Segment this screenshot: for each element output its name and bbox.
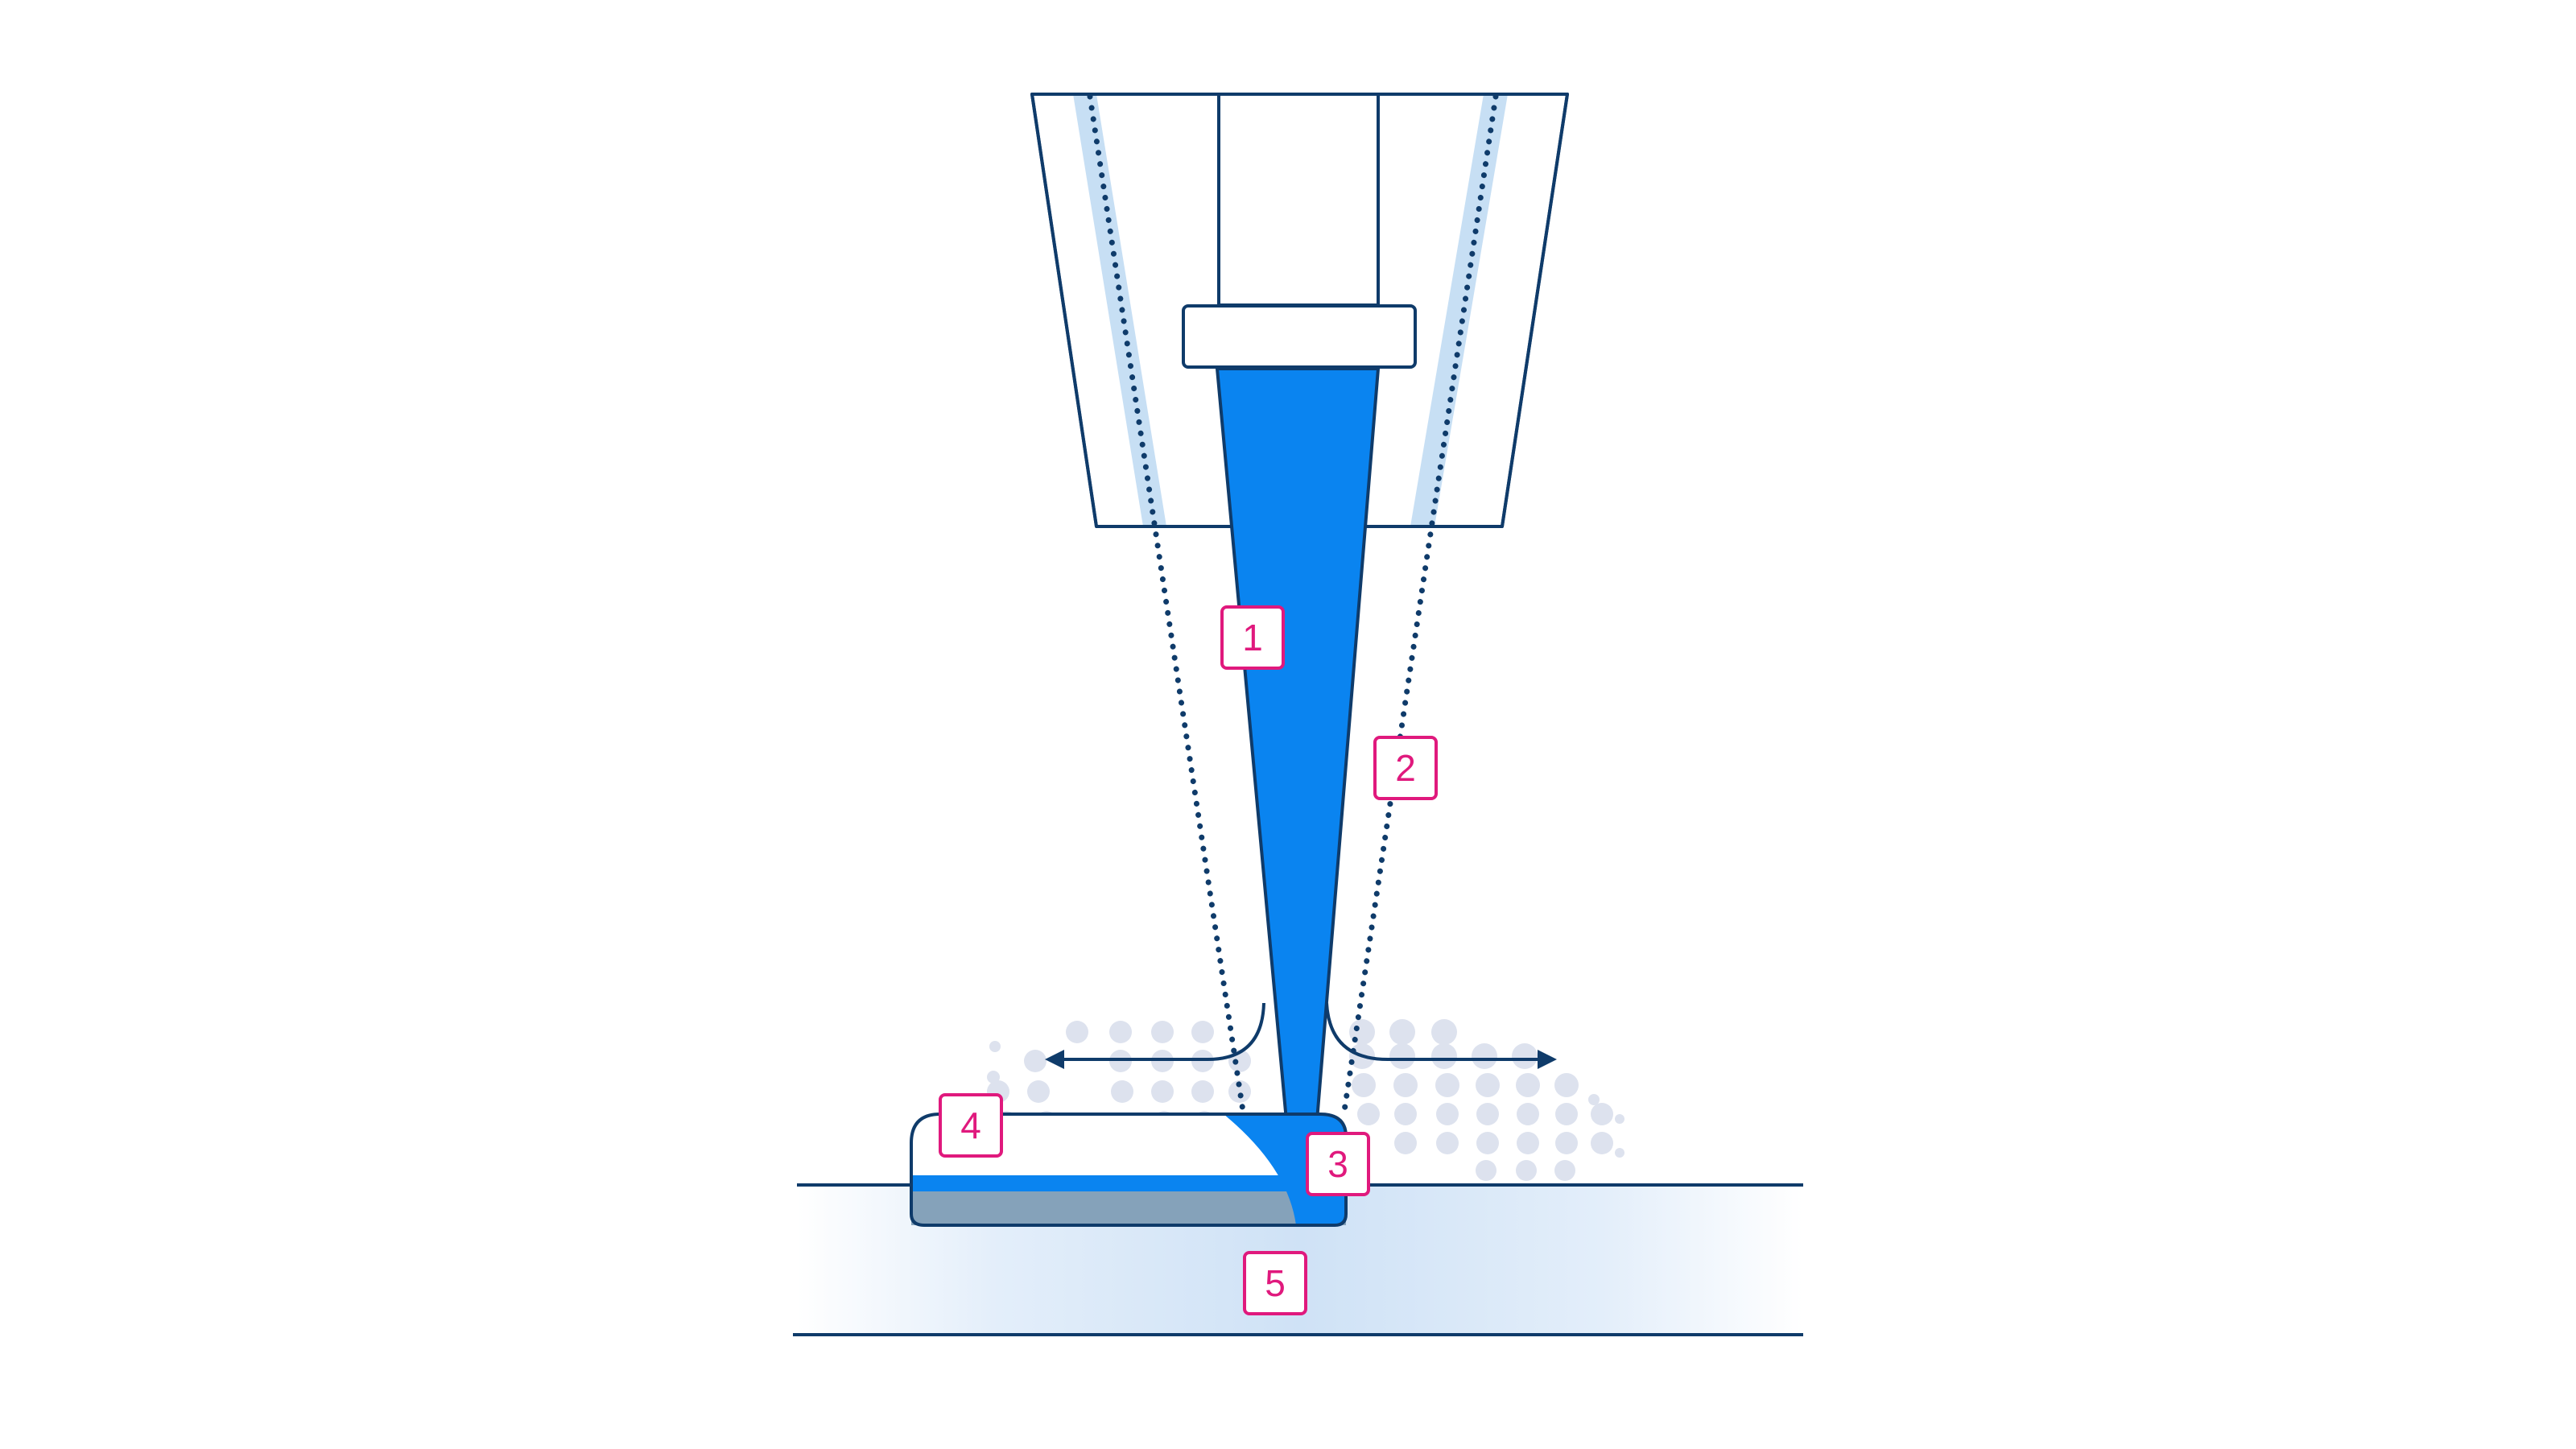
powder-particle bbox=[1024, 1050, 1046, 1072]
powder-particle bbox=[1191, 1021, 1214, 1043]
powder-particle bbox=[1109, 1021, 1132, 1043]
flare-right bbox=[1325, 1002, 1549, 1061]
powder-particle bbox=[1516, 1160, 1537, 1181]
nozzle-outline bbox=[1030, 93, 1569, 528]
callout-marker-4: 4 bbox=[939, 1093, 1003, 1158]
callout-marker-5: 5 bbox=[1243, 1251, 1307, 1315]
powder-particle bbox=[1352, 1073, 1376, 1097]
powder-particle bbox=[1516, 1073, 1540, 1097]
deposit-blue-layer bbox=[911, 1175, 1346, 1191]
powder-particle bbox=[1394, 1103, 1417, 1125]
callout-label: 3 bbox=[1327, 1143, 1348, 1185]
powder-particle bbox=[1151, 1021, 1174, 1043]
powder-particle bbox=[1588, 1094, 1600, 1105]
powder-particle bbox=[1228, 1080, 1251, 1103]
laser-beam-cone bbox=[1216, 367, 1380, 1122]
powder-particle bbox=[987, 1071, 1000, 1084]
powder-particle bbox=[1554, 1160, 1575, 1181]
powder-particle bbox=[1431, 1043, 1457, 1069]
arrow-head-left bbox=[1045, 1050, 1064, 1069]
callout-marker-1: 1 bbox=[1220, 605, 1285, 670]
powder-particle bbox=[1389, 1043, 1415, 1069]
powder-particle bbox=[1591, 1103, 1613, 1125]
deposit-track bbox=[910, 1113, 1348, 1227]
powder-particle bbox=[1151, 1080, 1174, 1103]
callout-box bbox=[939, 1093, 1003, 1158]
powder-particle bbox=[1615, 1148, 1624, 1158]
powder-particle bbox=[1591, 1132, 1613, 1154]
powder-particle bbox=[1472, 1043, 1497, 1069]
powder-particle bbox=[1555, 1103, 1578, 1125]
callout-marker-2: 2 bbox=[1373, 736, 1438, 800]
powder-streams bbox=[1087, 93, 1499, 1114]
powder-particle bbox=[1517, 1103, 1539, 1125]
powder-particle bbox=[1476, 1132, 1499, 1154]
callout-box bbox=[1306, 1132, 1370, 1196]
deposit-outline bbox=[910, 1113, 1348, 1227]
callout-marker-3: 3 bbox=[1306, 1132, 1370, 1196]
powder-particle bbox=[1393, 1073, 1418, 1097]
powder-particle bbox=[1394, 1132, 1417, 1154]
powder-stream-right bbox=[1341, 93, 1499, 1114]
powder-particle bbox=[1357, 1103, 1380, 1125]
callout-label: 2 bbox=[1395, 747, 1416, 789]
powder-particle bbox=[1191, 1080, 1214, 1103]
flare-left bbox=[1059, 1002, 1265, 1061]
powder-particle bbox=[1554, 1073, 1579, 1097]
powder-particle bbox=[1517, 1132, 1539, 1154]
powder-particle bbox=[1027, 1080, 1050, 1103]
powder-particle bbox=[1389, 1019, 1415, 1045]
callout-label: 5 bbox=[1265, 1262, 1286, 1304]
callout-box bbox=[1243, 1251, 1307, 1315]
laser-beam bbox=[1216, 367, 1380, 1122]
powder-particle bbox=[989, 1041, 1001, 1052]
powder-particle bbox=[1512, 1043, 1538, 1069]
powder-particle bbox=[1555, 1132, 1578, 1154]
deposit-bottom-layer bbox=[911, 1191, 1346, 1225]
powder-particle bbox=[1436, 1132, 1459, 1154]
powder-particle bbox=[1436, 1103, 1459, 1125]
arrow-head-right bbox=[1538, 1050, 1557, 1069]
powder-particle bbox=[1066, 1021, 1088, 1043]
callout-label: 1 bbox=[1242, 617, 1263, 658]
powder-particle bbox=[1476, 1103, 1499, 1125]
powder-particle bbox=[1476, 1160, 1496, 1181]
optics-tube bbox=[1217, 93, 1380, 307]
callout-label: 4 bbox=[960, 1104, 981, 1146]
powder-stream-left bbox=[1087, 93, 1246, 1114]
powder-particle bbox=[1476, 1073, 1500, 1097]
gas-channel-right bbox=[1410, 94, 1508, 526]
scan-direction bbox=[1045, 1002, 1557, 1069]
callout-box bbox=[1373, 736, 1438, 800]
callout-box bbox=[1220, 605, 1285, 670]
powder-particle bbox=[1111, 1080, 1133, 1103]
powder-particle bbox=[1431, 1019, 1457, 1045]
powder-particle bbox=[1435, 1073, 1459, 1097]
focusing-lens bbox=[1182, 304, 1417, 369]
powder-particle bbox=[1615, 1114, 1624, 1124]
